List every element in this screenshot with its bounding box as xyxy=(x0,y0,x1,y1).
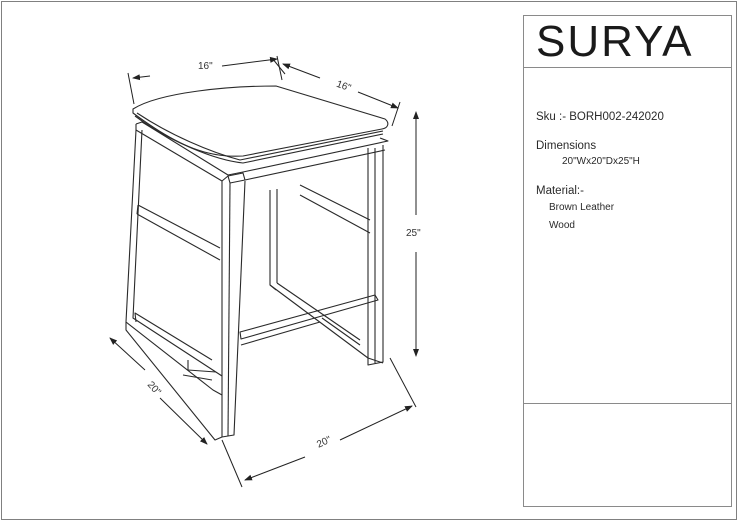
height-label: 25" xyxy=(404,228,423,239)
dimensions-value: 20"Wx20"Dx25"H xyxy=(562,156,640,167)
notes-area xyxy=(524,404,731,506)
dimensions-heading: Dimensions xyxy=(536,140,597,152)
brand-logo-text: SURYA xyxy=(536,17,694,66)
sku-text: Sku :- BORH002-242020 xyxy=(536,111,664,123)
product-info: Sku :- BORH002-242020 Dimensions 20"Wx20… xyxy=(524,68,731,404)
stool-drawing xyxy=(109,55,419,488)
title-block: SURYA Sku :- BORH002-242020 Dimensions 2… xyxy=(523,15,732,507)
material-heading: Material:- xyxy=(536,185,584,197)
material-item: Wood xyxy=(549,220,575,231)
brand-header: SURYA xyxy=(524,16,731,68)
material-item: Brown Leather xyxy=(549,202,615,213)
seat-width-label: 16" xyxy=(196,61,215,72)
